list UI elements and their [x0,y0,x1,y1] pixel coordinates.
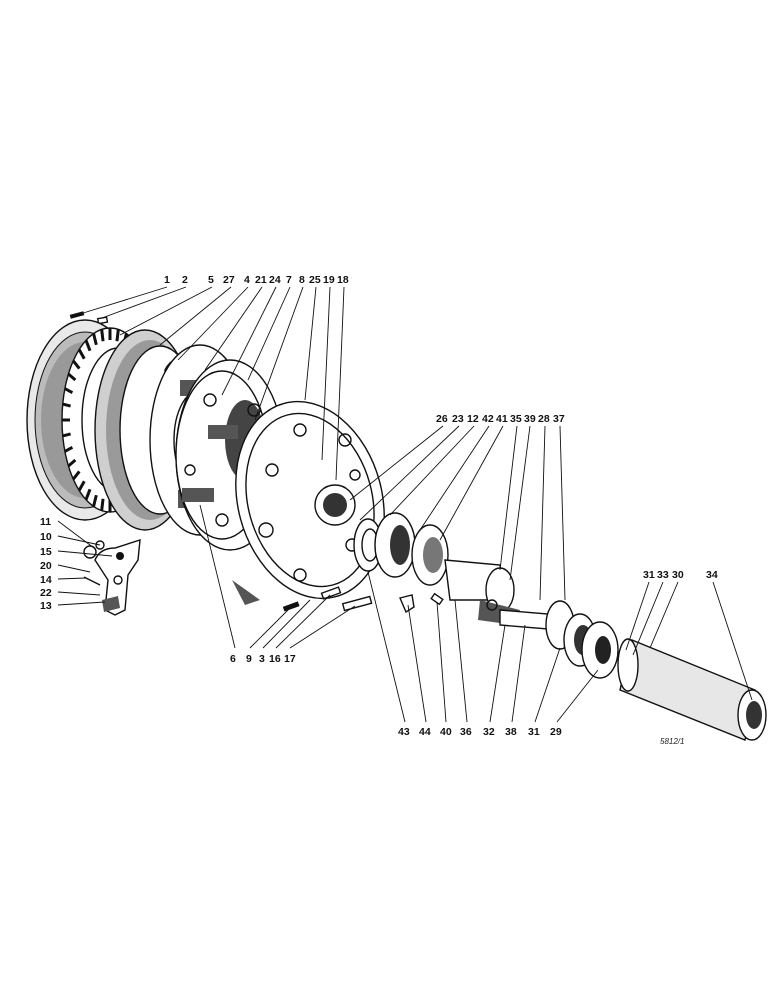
callout-13: 13 [40,600,52,612]
callout-8: 8 [299,274,305,286]
callout-9: 9 [246,653,252,665]
part-bolts [282,586,373,612]
callout-25: 25 [309,274,321,286]
callout-22: 22 [40,587,52,599]
callout-23: 23 [452,413,464,425]
part-release-lever-assembly [83,539,141,616]
callout-10: 10 [40,531,52,543]
callout-26: 26 [436,413,448,425]
gear-tooth [64,446,74,453]
callout-labels: 1 2 5 27 4 21 24 7 8 25 19 18 26 23 12 4… [40,274,718,746]
gear-tooth [115,329,120,342]
callout-28: 28 [538,413,550,425]
gear-tooth [72,470,81,481]
part-keys [399,592,444,614]
part-gear-29 [581,621,619,679]
callout-17: 17 [284,653,296,665]
part-bearing-sleeve [411,524,449,586]
callout-29: 29 [550,726,562,738]
callout-21: 21 [255,274,267,286]
callout-44: 44 [419,726,431,738]
part-release-bearing [374,512,416,578]
callout-33: 33 [657,569,669,581]
callout-43: 43 [398,726,410,738]
callout-11: 11 [40,516,51,528]
leader-lines [57,286,753,723]
callout-27: 27 [223,274,235,286]
callout-39: 39 [524,413,536,425]
gear-tooth [92,333,98,346]
callout-14: 14 [40,574,52,586]
callout-41: 41 [496,413,508,425]
part-pressure-plate [175,359,285,551]
gear-tooth [100,329,105,342]
callout-4: 4 [244,274,250,286]
callout-40: 40 [440,726,452,738]
callout-37: 37 [553,413,565,425]
callout-35: 35 [510,413,522,425]
gear-tooth [62,402,71,408]
gear-tooth [100,498,105,511]
callout-2: 2 [182,274,188,286]
callout-6: 6 [230,653,236,665]
callout-32: 32 [483,726,495,738]
gear-tooth [77,480,86,492]
callout-12: 12 [467,413,479,425]
part-snap-rings [353,518,383,572]
callout-34: 34 [706,569,718,581]
gear-tooth [84,488,92,501]
drawing-reference: 5812/1 [660,737,684,746]
callout-38: 38 [505,726,517,738]
callout-36: 36 [460,726,472,738]
callout-20: 20 [40,560,52,572]
gear-tooth [77,348,86,360]
gear-tooth [64,387,74,394]
callout-3: 3 [259,653,265,665]
part-end-housing-34 [737,689,767,741]
gear-tooth [92,494,98,507]
gear-tooth [72,359,81,370]
part-cylinder-30 [617,638,756,741]
callout-19: 19 [323,274,335,286]
callout-7: 7 [286,274,292,286]
callout-15: 15 [40,546,52,558]
part-pin-1 [69,311,85,319]
callout-18: 18 [337,274,349,286]
part-clutch-cover [232,400,385,605]
callout-24: 24 [269,274,281,286]
callout-31b: 31 [528,726,540,738]
callout-42: 42 [482,413,494,425]
gear-tooth [67,458,77,468]
gear-tooth [62,432,71,438]
callout-31: 31 [643,569,655,581]
callout-30: 30 [672,569,684,581]
callout-1: 1 [164,274,170,286]
callout-16: 16 [269,653,281,665]
gear-tooth [84,339,92,352]
callout-5: 5 [208,274,214,286]
gear-tooth [67,372,77,382]
